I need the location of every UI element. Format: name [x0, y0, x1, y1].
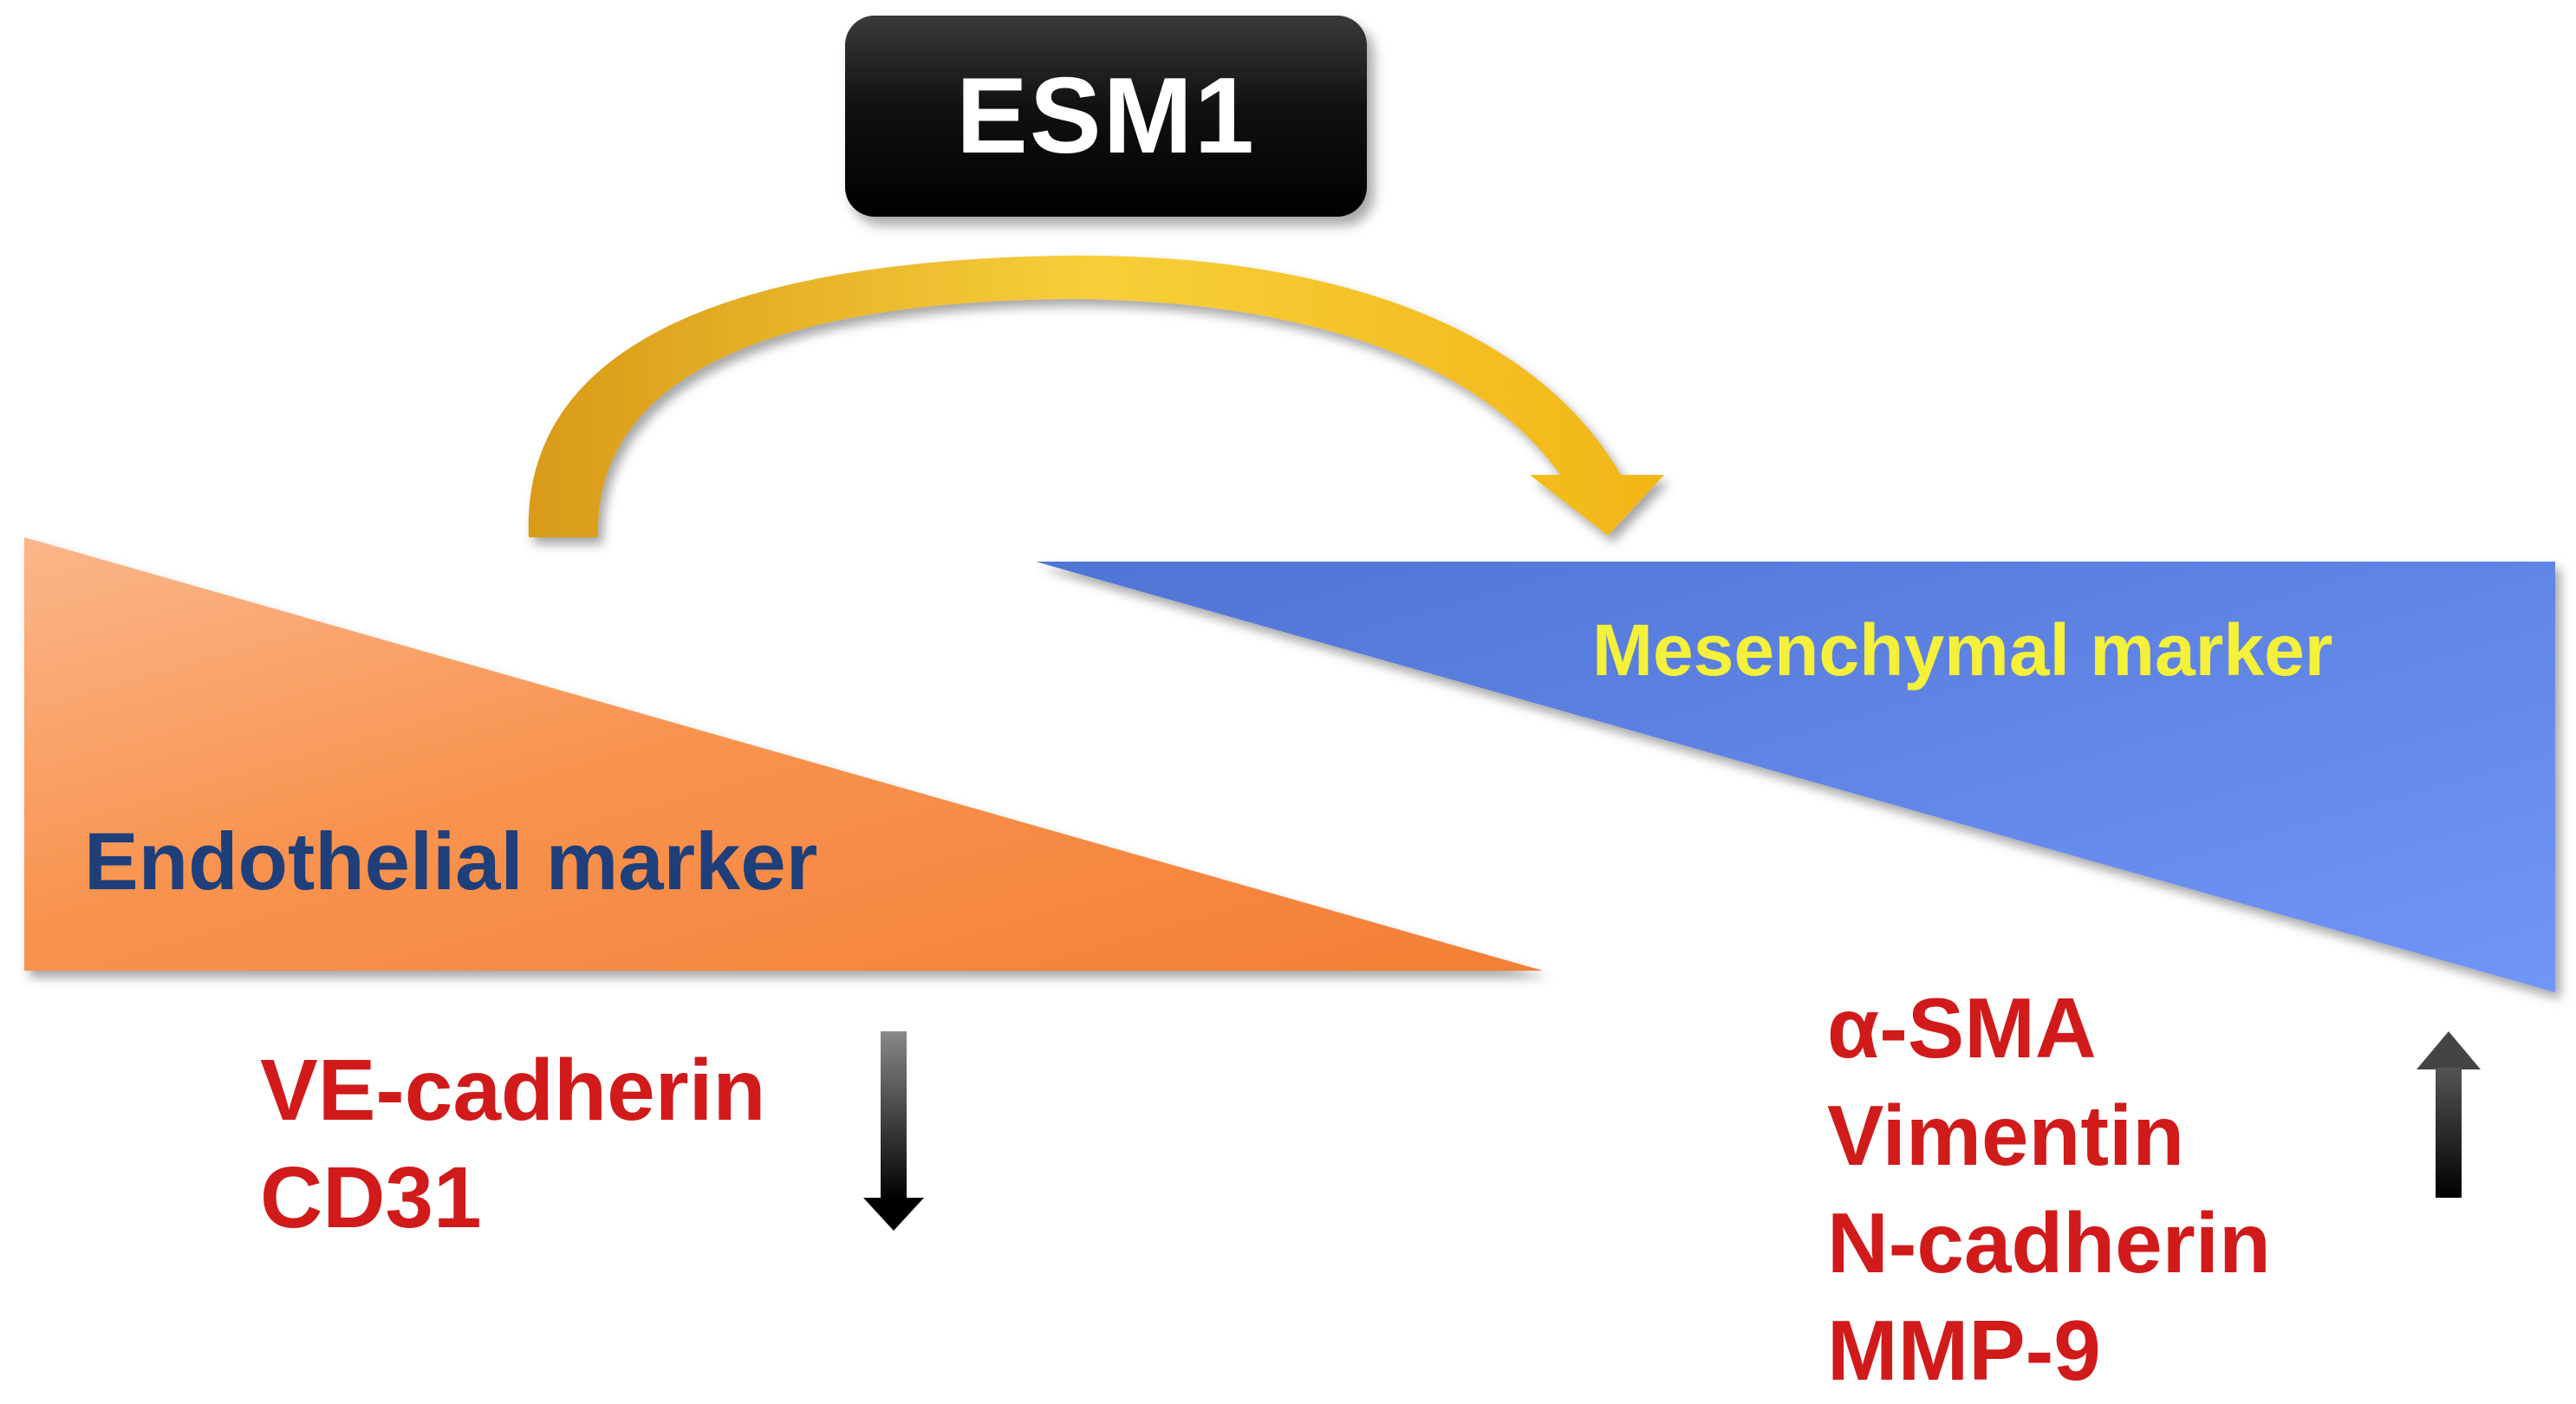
marker-alpha-sma: α-SMA: [1827, 980, 2097, 1076]
endothelial-marker-label: Endothelial marker: [84, 816, 818, 907]
down-arrow-icon: [863, 1031, 924, 1231]
curved-arrow: [528, 255, 1664, 537]
marker-cd31: CD31: [260, 1149, 482, 1246]
endothelial-wedge: [24, 537, 1543, 971]
up-arrow-icon: [2417, 1031, 2481, 1198]
marker-vimentin: Vimentin: [1827, 1088, 2185, 1183]
endothelial-marker-list: VE-cadherin CD31: [260, 1037, 766, 1251]
marker-mmp-9: MMP-9: [1827, 1303, 2101, 1398]
mesenchymal-marker-label: Mesenchymal marker: [1592, 609, 2333, 691]
esm1-box: ESM1: [845, 16, 1367, 217]
marker-n-cadherin: N-cadherin: [1827, 1195, 2271, 1290]
esm1-label: ESM1: [956, 56, 1256, 176]
mesenchymal-wedge: [1036, 562, 2555, 992]
marker-ve-cadherin: VE-cadherin: [260, 1042, 766, 1139]
mesenchymal-marker-list: α-SMA Vimentin N-cadherin MMP-9: [1827, 974, 2271, 1404]
